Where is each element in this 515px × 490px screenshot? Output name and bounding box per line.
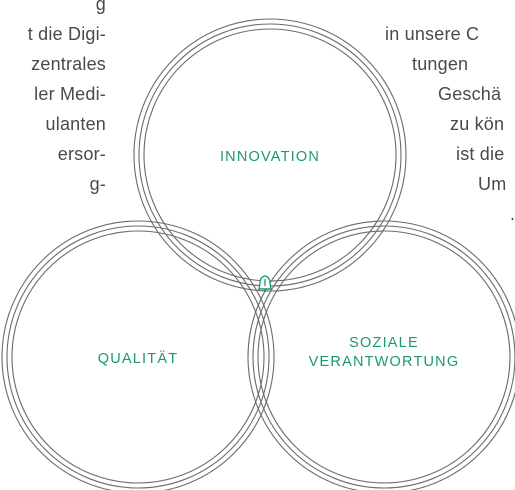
- ring-qualitaet-inner: [11, 230, 265, 484]
- ring-qualitaet-bg: [10, 229, 266, 485]
- left-text-line: g-: [89, 174, 106, 194]
- ring-innovation-bg: [142, 27, 398, 283]
- left-text-line: zentrales: [31, 54, 106, 74]
- left-text-line: ulanten: [45, 114, 106, 134]
- right-text-line: .: [510, 204, 515, 224]
- bell-logo-icon: [258, 275, 272, 293]
- right-text-line: ist die: [456, 144, 505, 164]
- ring-soziale-middle: [252, 225, 515, 489]
- rings: [1, 18, 515, 490]
- right-text-line: zu kön: [450, 114, 505, 134]
- right-text-line: Geschä: [438, 84, 502, 104]
- label-innovation: INNOVATION: [220, 149, 320, 165]
- ring-innovation-outer: [133, 18, 407, 292]
- right-text-line: Um: [478, 174, 507, 194]
- left-text-line: t die Digi-: [27, 24, 106, 44]
- left-text-line: ler Medi-: [34, 84, 106, 104]
- right-text-line: tungen: [412, 54, 469, 74]
- ring-backgrounds: [10, 27, 512, 485]
- label-qualitaet: QUALITÄT: [98, 350, 179, 367]
- right-text-column: in unsere C tungen Geschä zu kön ist die…: [0, 0, 515, 229]
- ring-soziale-bg: [256, 229, 512, 485]
- left-text-column: g t die Digi- zentrales ler Medi- ulante…: [28, 0, 106, 439]
- label-soziale-line-2: VERANTWORTUNG: [309, 354, 460, 370]
- left-text-line: ersor-: [57, 144, 106, 164]
- ring-qualitaet: [1, 220, 275, 490]
- label-soziale-line-1: SOZIALE: [349, 335, 419, 351]
- ring-soziale: [247, 220, 515, 490]
- right-text-line: in unsere C: [385, 24, 480, 44]
- ring-qualitaet-middle: [6, 225, 270, 489]
- ring-soziale-outer: [247, 220, 515, 490]
- ring-soziale-inner: [257, 230, 511, 484]
- left-text-line: g: [95, 0, 106, 14]
- ring-qualitaet-outer: [1, 220, 275, 490]
